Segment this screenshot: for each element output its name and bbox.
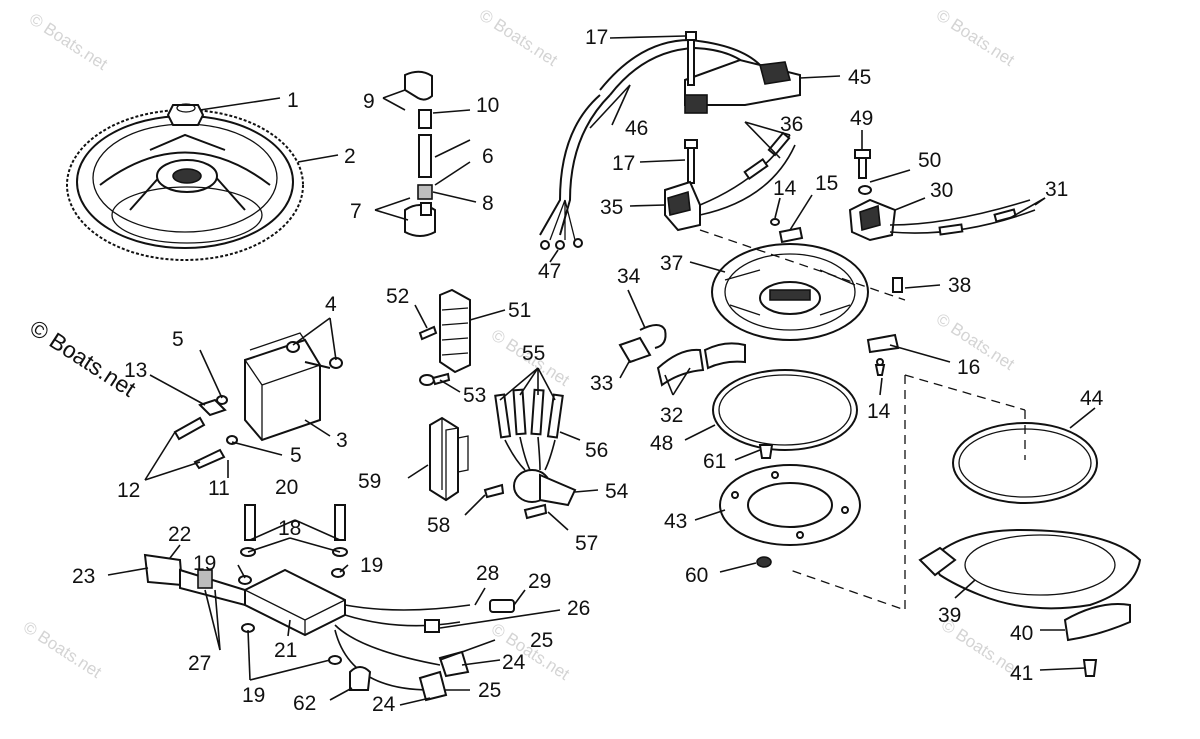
callout-8: 8 — [482, 192, 494, 215]
watermark: © Boats.net — [933, 5, 1018, 70]
callout-50: 50 — [918, 149, 941, 172]
callout-12: 12 — [117, 479, 140, 502]
callout-61: 61 — [703, 450, 726, 473]
callout-19c: 19 — [242, 684, 265, 707]
callout-52: 52 — [386, 285, 409, 308]
callout-39: 39 — [938, 604, 961, 627]
callout-6: 6 — [482, 145, 494, 168]
watermark: © Boats.net — [476, 5, 561, 70]
callout-13: 13 — [124, 359, 147, 382]
callout-labels: 1 2 3 4 5 5 6 7 8 9 10 11 12 13 14 14 15… — [72, 26, 1104, 716]
callout-5a: 5 — [172, 328, 184, 351]
callout-15: 15 — [815, 172, 838, 195]
watermark: © Boats.net — [20, 617, 105, 682]
watermark: © Boats.net — [26, 9, 111, 74]
sensor-assembly — [483, 388, 577, 520]
callout-18: 18 — [278, 517, 301, 540]
callout-51: 51 — [508, 299, 531, 322]
callout-36: 36 — [780, 113, 803, 136]
callout-10: 10 — [476, 94, 499, 117]
callout-59: 59 — [358, 470, 381, 493]
callout-54: 54 — [605, 480, 629, 503]
callout-44: 44 — [1080, 387, 1104, 410]
callout-41: 41 — [1010, 662, 1033, 685]
callout-19a: 19 — [193, 552, 216, 575]
callout-5b: 5 — [290, 444, 302, 467]
callout-17a: 17 — [585, 26, 608, 49]
retainer-clip-assembly — [618, 324, 746, 387]
power-pack-assembly — [143, 504, 515, 702]
callout-21: 21 — [274, 639, 297, 662]
callout-14b: 14 — [867, 400, 891, 423]
leader-lines — [107, 35, 1096, 706]
callout-24b: 24 — [372, 693, 396, 716]
callout-32: 32 — [660, 404, 683, 427]
callout-14a: 14 — [773, 177, 797, 200]
callout-23: 23 — [72, 565, 95, 588]
callout-49: 49 — [850, 107, 873, 130]
callout-9: 9 — [363, 90, 375, 113]
callout-45: 45 — [848, 66, 871, 89]
callout-26: 26 — [567, 597, 590, 620]
callout-25a: 25 — [530, 629, 553, 652]
callout-58: 58 — [427, 514, 450, 537]
callout-29: 29 — [528, 570, 551, 593]
callout-17b: 17 — [612, 152, 635, 175]
callout-1: 1 — [287, 89, 299, 112]
callout-2: 2 — [344, 145, 356, 168]
callout-40: 40 — [1010, 622, 1033, 645]
callout-11: 11 — [208, 477, 230, 500]
spark-plug-lead-assembly — [404, 70, 436, 237]
callout-27: 27 — [188, 652, 211, 675]
sensor-coil-assembly — [848, 149, 1036, 242]
callout-7: 7 — [350, 200, 362, 223]
callout-34: 34 — [617, 265, 641, 288]
callout-38: 38 — [948, 274, 971, 297]
callout-43: 43 — [664, 510, 687, 533]
callout-3: 3 — [336, 429, 348, 452]
callout-20: 20 — [275, 476, 298, 499]
callout-62: 62 — [293, 692, 316, 715]
ignition-coil-assembly — [173, 332, 343, 470]
callout-24a: 24 — [502, 651, 526, 674]
callout-56: 56 — [585, 439, 608, 462]
timer-base-assembly — [539, 31, 801, 250]
callout-57: 57 — [575, 532, 598, 555]
callout-22: 22 — [168, 523, 191, 546]
callout-16: 16 — [957, 356, 980, 379]
callout-30: 30 — [930, 179, 953, 202]
callout-28: 28 — [476, 562, 499, 585]
callout-35: 35 — [600, 196, 623, 219]
callout-46: 46 — [625, 117, 648, 140]
callout-37: 37 — [660, 252, 683, 275]
bracket-plate-assembly — [918, 422, 1142, 677]
callout-48: 48 — [650, 432, 673, 455]
callout-31: 31 — [1045, 178, 1068, 201]
retainer-plate-assembly — [699, 229, 1026, 611]
flywheel-assembly — [66, 103, 304, 261]
callout-53: 53 — [463, 384, 486, 407]
callout-4: 4 — [325, 293, 337, 316]
callout-19b: 19 — [360, 554, 383, 577]
callout-60: 60 — [685, 564, 708, 587]
callout-47: 47 — [538, 260, 561, 283]
callout-25b: 25 — [478, 679, 501, 702]
terminal-block — [418, 288, 471, 386]
callout-33: 33 — [590, 372, 613, 395]
callout-55: 55 — [522, 342, 545, 365]
bracket — [429, 416, 469, 502]
